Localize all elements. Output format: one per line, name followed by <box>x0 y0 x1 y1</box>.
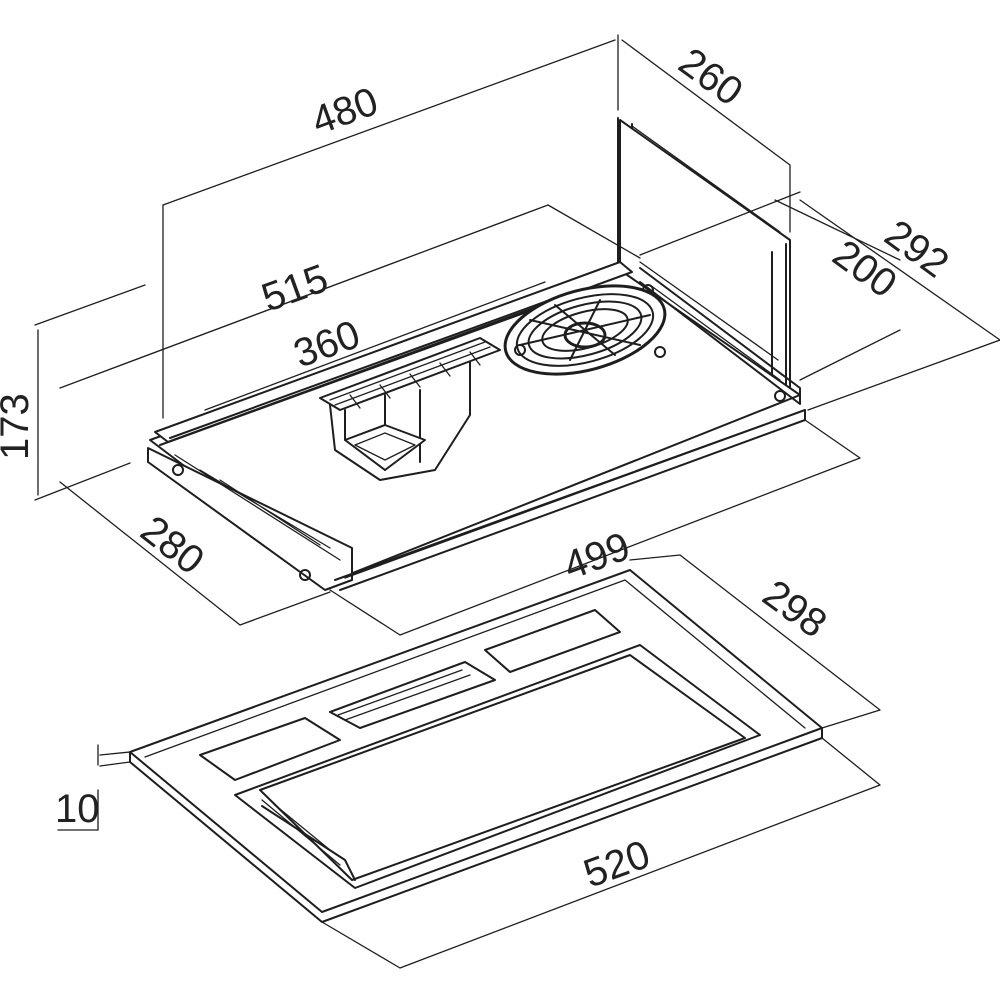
dim-10-label: 10 <box>55 787 100 831</box>
dim-280-label: 280 <box>132 507 212 583</box>
glass-panel <box>57 554 881 969</box>
dim-480-label: 480 <box>306 79 384 143</box>
dim-260-label: 260 <box>671 40 751 115</box>
dimension-lines-upper <box>34 34 1000 636</box>
dim-173-label: 173 <box>0 393 37 460</box>
hood-unit <box>147 117 806 591</box>
dim-520-label: 520 <box>578 832 656 896</box>
dim-515-label: 515 <box>256 256 334 320</box>
dim-298-label: 298 <box>755 572 835 647</box>
fan-assembly <box>503 284 667 376</box>
